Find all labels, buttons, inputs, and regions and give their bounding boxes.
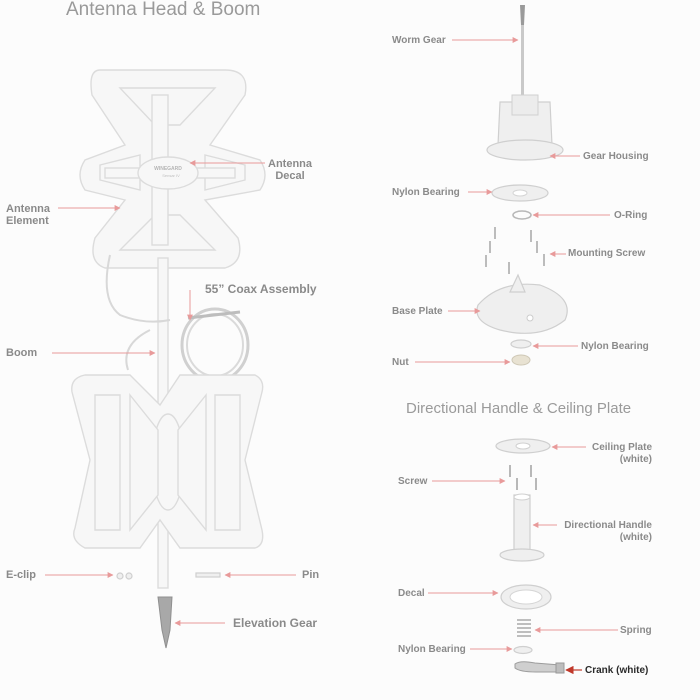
antenna-decal: WINEGARD Sensar IV: [154, 166, 182, 178]
nylon-bearing-top-part: [491, 184, 549, 202]
screws-part: [509, 465, 537, 490]
nylon-bearing-mid-part: [510, 339, 532, 349]
gear-housing-label: Gear Housing: [583, 151, 649, 162]
nylon-bearing-mid-label: Nylon Bearing: [581, 341, 649, 352]
directional-handle-title: Directional Handle & Ceiling Plate: [406, 400, 632, 417]
decal-label: Decal: [398, 588, 425, 599]
crank-part: [514, 661, 565, 674]
o-ring-label: O-Ring: [614, 210, 648, 221]
worm-gear-part: [520, 5, 525, 100]
antenna-decal-label: Antenna Decal: [268, 158, 312, 182]
base-plate-part: [476, 273, 568, 334]
pin-part: [195, 572, 221, 578]
coax-assembly-label: 55” Coax Assembly: [205, 282, 317, 296]
coax-cable: [105, 254, 250, 383]
nut-label: Nut: [392, 357, 409, 368]
e-clip-parts: [116, 572, 133, 580]
crank-label: Crank (white): [585, 665, 649, 676]
nut-part: [511, 354, 531, 366]
gear-housing-part: [486, 94, 564, 161]
antenna-element-label: Antenna Element: [6, 203, 50, 227]
elevation-gear-label: Elevation Gear: [233, 616, 318, 630]
spring-label: Spring: [620, 625, 652, 636]
nylon-bearing-top-label: Nylon Bearing: [392, 187, 460, 198]
nylon-bearing-bottom-label: Nylon Bearing: [398, 644, 466, 655]
nylon-bearing-bottom-part: [513, 645, 533, 655]
e-clip-label: E-clip: [6, 569, 36, 581]
pin-label: Pin: [302, 569, 320, 581]
svg-text:WINEGARD: WINEGARD: [154, 166, 182, 172]
antenna-head-boom-title: Antenna Head & Boom: [66, 0, 261, 20]
ceiling-plate-label: Ceiling Plate (white): [591, 442, 652, 465]
antenna-lower-element: [71, 374, 264, 549]
mounting-screws: [485, 227, 545, 274]
antenna-upper-element: [79, 69, 266, 269]
worm-gear-label: Worm Gear: [392, 35, 446, 46]
directional-handle-part: [499, 493, 545, 562]
spring-part: [517, 619, 531, 637]
boom-label: Boom: [6, 347, 38, 359]
svg-text:Sensar IV: Sensar IV: [162, 173, 180, 178]
ceiling-plate-part: [495, 438, 551, 454]
o-ring-part: [512, 210, 532, 220]
elevation-gear-part: [157, 596, 173, 649]
decal-part: [500, 584, 552, 610]
directional-handle-label: Directional Handle (white): [564, 520, 652, 543]
base-plate-label: Base Plate: [392, 306, 443, 317]
screw-label: Screw: [398, 476, 428, 487]
mounting-screw-label: Mounting Screw: [568, 248, 646, 259]
